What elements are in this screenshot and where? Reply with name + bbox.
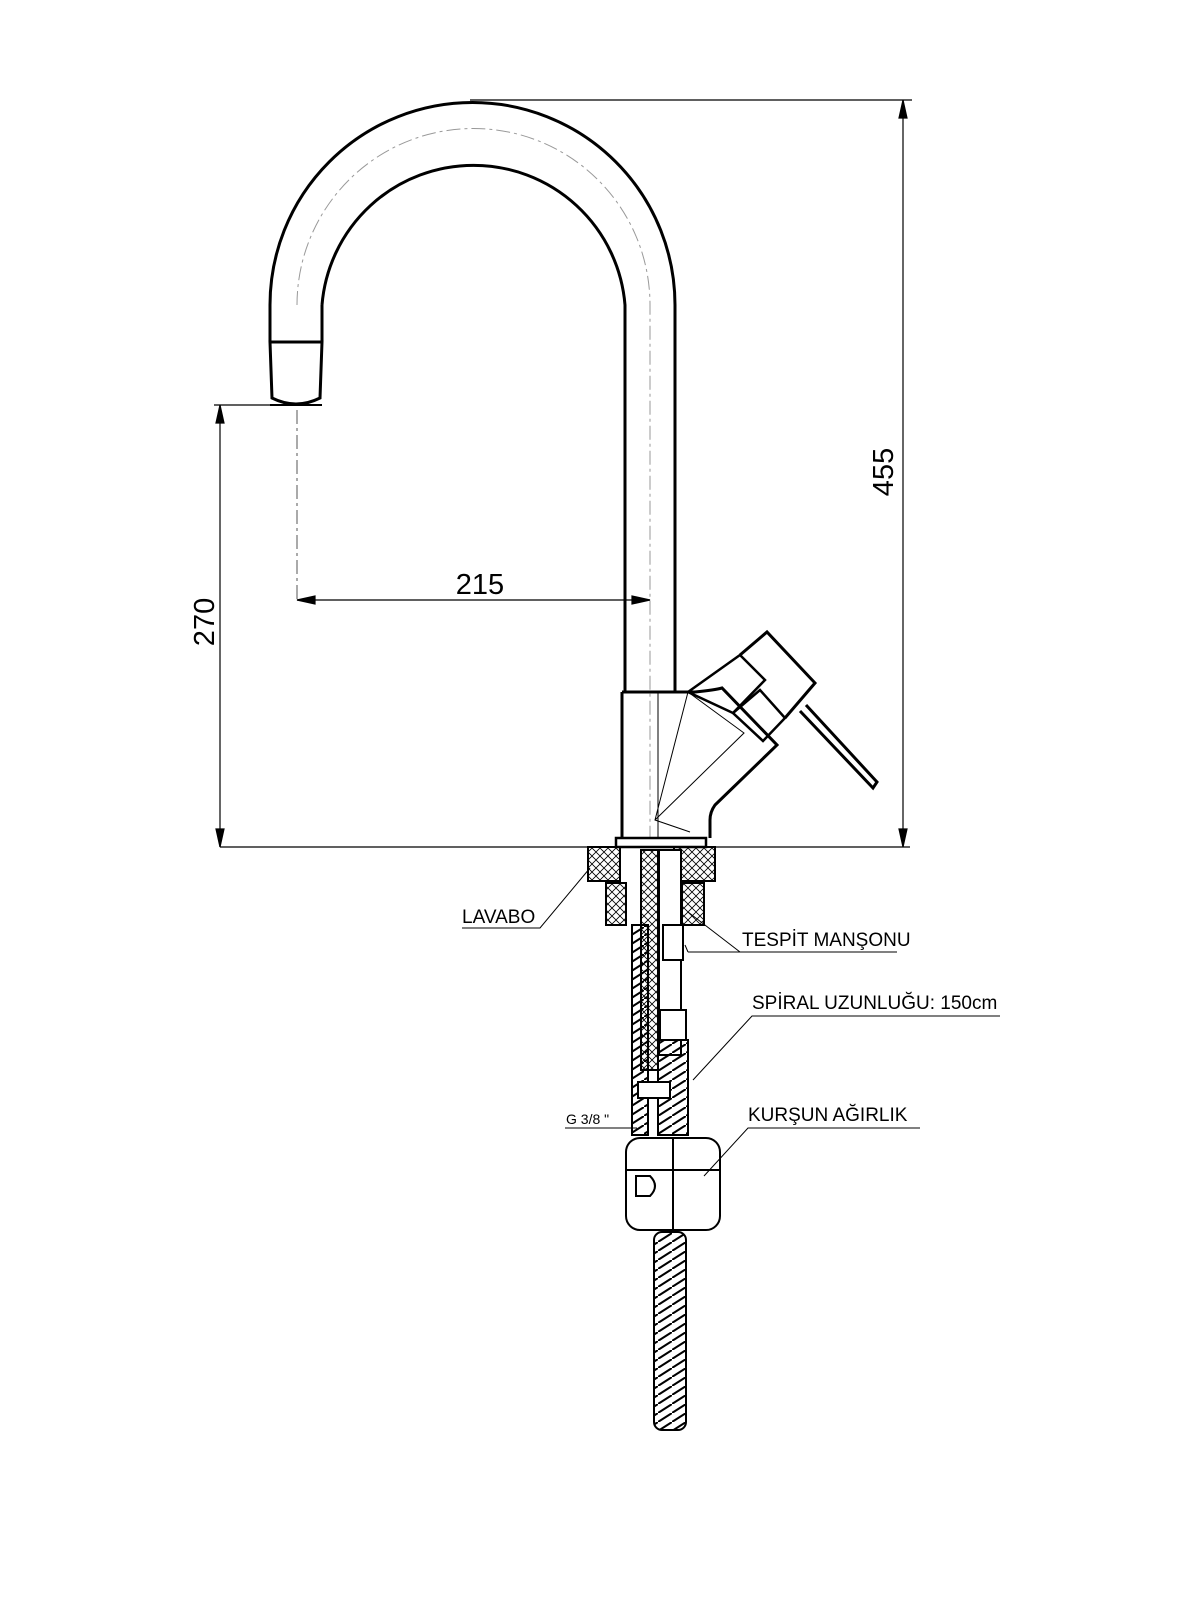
inlet-pipe xyxy=(640,849,659,1071)
thread-nut xyxy=(637,1081,671,1099)
lever-handle xyxy=(798,703,879,791)
label-thread-size: G 3/8 " xyxy=(566,1111,609,1127)
label-spiral-length: SPİRAL UZUNLUĞU: 150cm xyxy=(752,992,997,1014)
faucet-body xyxy=(614,629,879,849)
cartridge xyxy=(685,653,767,715)
leader-lines xyxy=(462,867,1000,1177)
label-fixing-sleeve: TESPİT MANŞONU xyxy=(742,930,911,951)
dimension-total-height: 455 xyxy=(868,448,900,496)
sink-section xyxy=(587,846,716,926)
supply-hoses xyxy=(625,849,721,1431)
centerline xyxy=(296,128,651,838)
spray-head xyxy=(268,340,324,406)
handle-cap xyxy=(739,629,818,719)
spiral-hose-lower xyxy=(653,1231,687,1431)
label-lead-weight: KURŞUN AĞIRLIK xyxy=(748,1104,908,1126)
dimension-reach: 215 xyxy=(456,569,504,601)
dimension-spout-height: 270 xyxy=(189,598,221,646)
fixing-nut-left xyxy=(605,882,627,926)
label-sink: LAVABO xyxy=(462,907,535,928)
dimensions xyxy=(214,99,912,848)
fixing-nut-right xyxy=(681,882,705,926)
spout xyxy=(268,101,677,692)
